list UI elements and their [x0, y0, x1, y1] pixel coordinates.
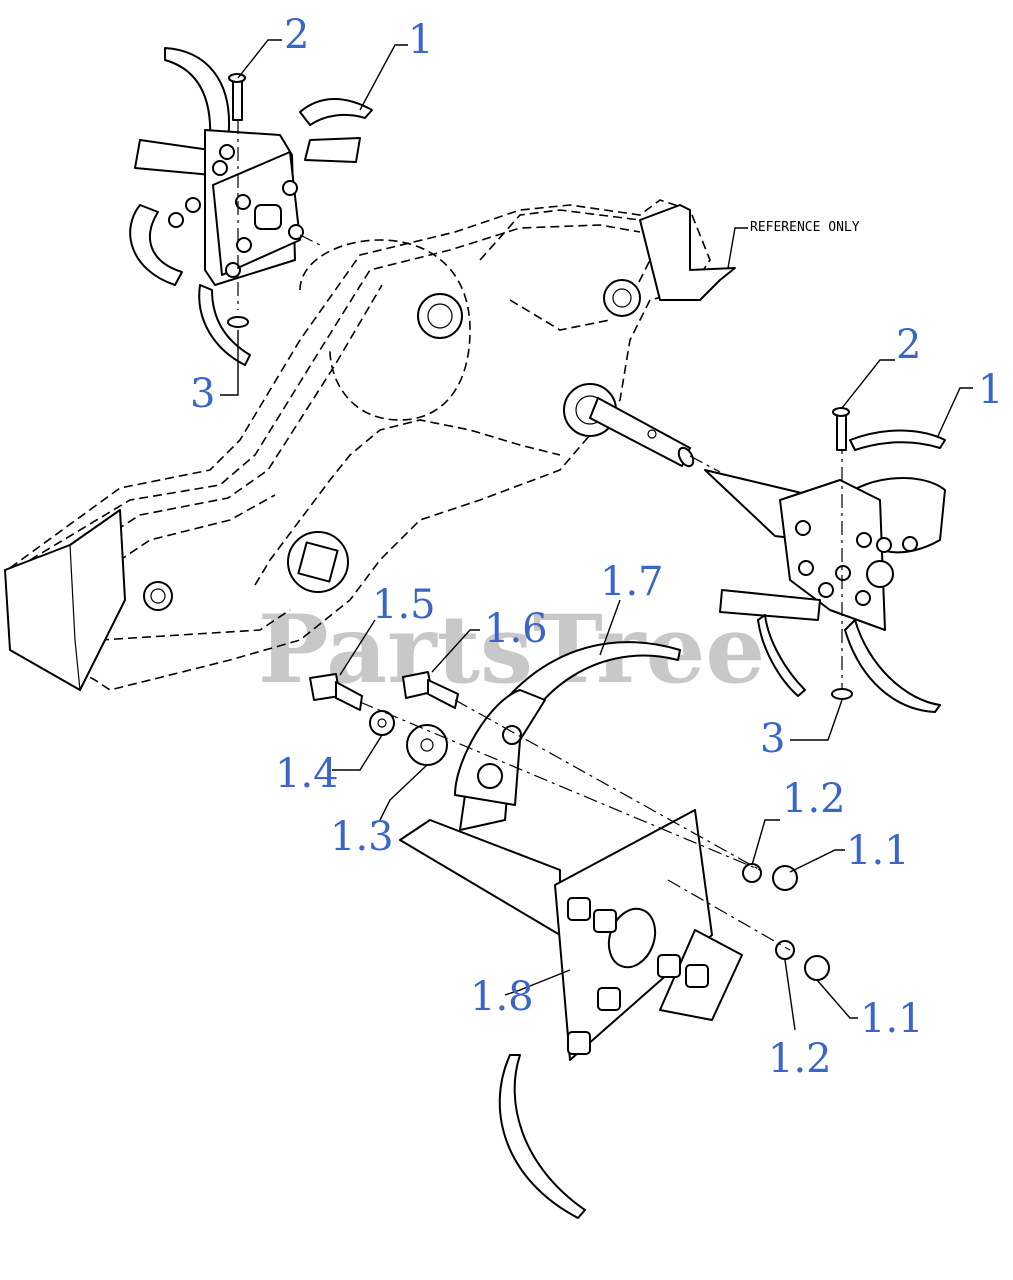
- callout-1-4: 1.4: [275, 751, 339, 797]
- callout-1-2-upper: 1.2: [782, 776, 846, 822]
- reference-only-note: REFERENCE ONLY: [639, 204, 860, 301]
- callout-1-top-left: 1: [408, 17, 433, 63]
- tine-assembly-left: [129, 47, 373, 366]
- callout-1-2-lower: 1.2: [768, 1036, 832, 1082]
- tine-assembly-right: [704, 407, 946, 713]
- callout-2-top-left: 2: [284, 12, 309, 58]
- callout-3-right: 3: [760, 716, 785, 762]
- callout-1-1-lower: 1.1: [860, 996, 924, 1042]
- callout-1-5: 1.5: [372, 582, 436, 628]
- callout-1-6: 1.6: [484, 606, 548, 652]
- callout-1-right: 1: [978, 367, 1003, 413]
- output-shaft: [589, 397, 721, 473]
- reference-only-label: REFERENCE ONLY: [750, 220, 860, 235]
- callout-3-top-left: 3: [190, 371, 215, 417]
- callout-1-1-upper: 1.1: [846, 828, 910, 874]
- leader-lines: [220, 39, 973, 1031]
- callouts: 2 1 3 2 1 3 1.5 1.6 1.7 1.4 1.3 1.2 1.1 …: [190, 12, 1003, 1082]
- callout-2-right: 2: [896, 322, 921, 368]
- tine-exploded-assembly: [309, 641, 830, 1219]
- callout-1-7: 1.7: [600, 559, 664, 605]
- callout-1-8: 1.8: [470, 974, 534, 1020]
- callout-1-3: 1.3: [330, 814, 394, 860]
